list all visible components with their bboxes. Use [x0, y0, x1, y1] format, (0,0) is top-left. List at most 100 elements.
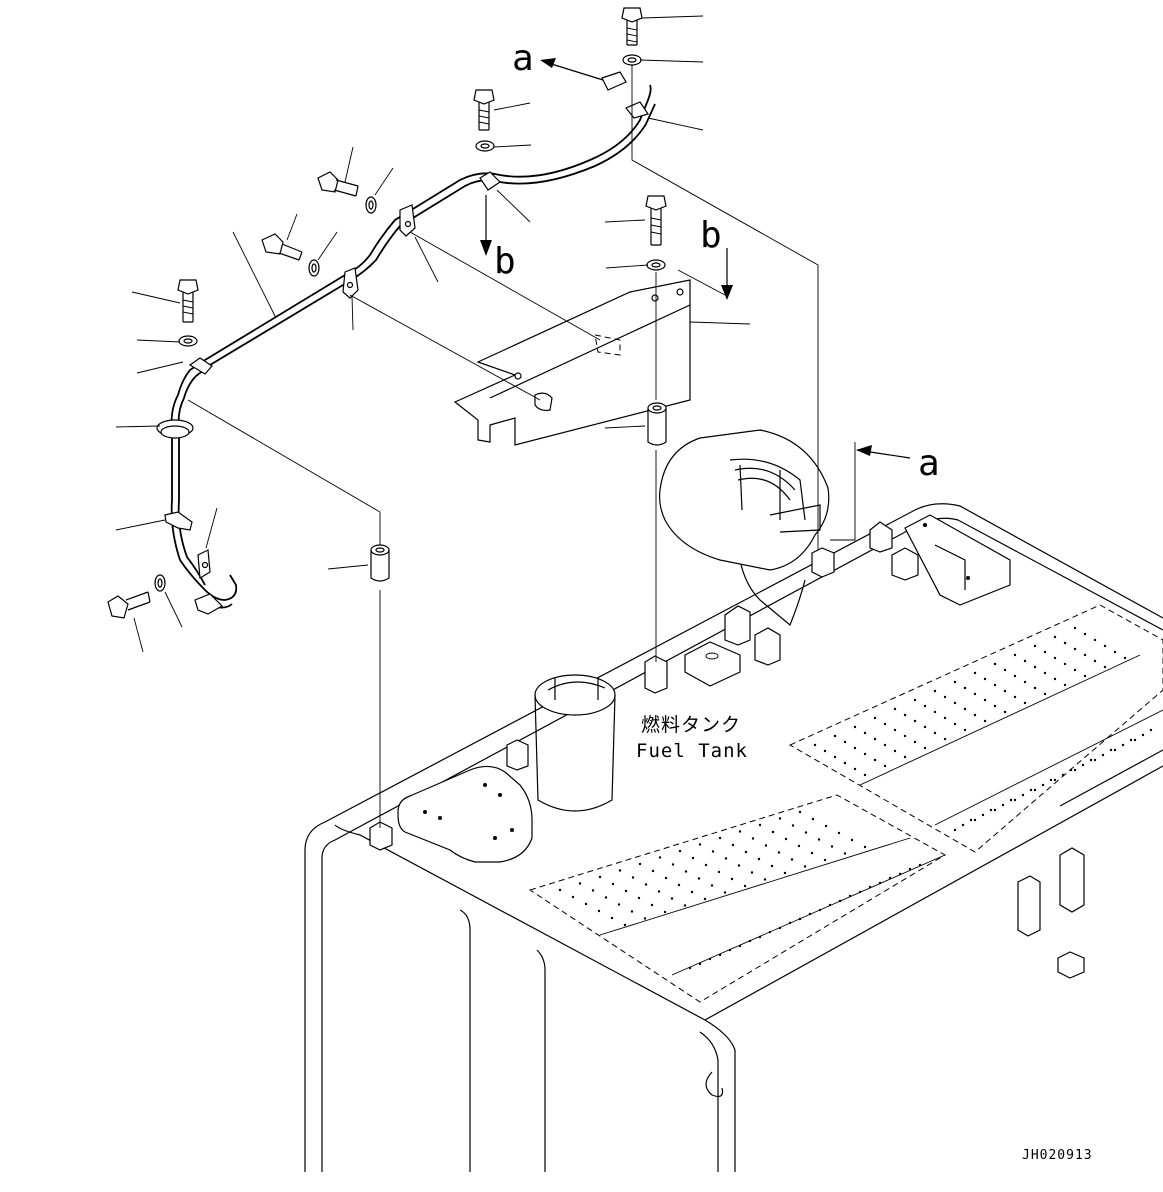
panel-hole — [843, 761, 847, 765]
panel-hole — [818, 908, 822, 912]
panel-hole — [1023, 701, 1027, 705]
panel-hole — [1109, 748, 1113, 752]
panel-hole — [963, 728, 967, 732]
panel-hole — [993, 683, 997, 687]
leader-lines — [115, 15, 751, 653]
panel-hole — [838, 899, 842, 903]
panel-hole — [744, 850, 748, 854]
panel-hole — [813, 743, 817, 747]
panel-hole — [598, 875, 602, 879]
panel-hole — [853, 725, 857, 729]
panel-hole — [618, 869, 622, 872]
panel-hole — [617, 903, 621, 906]
arrow-b-top — [480, 195, 492, 256]
washer-lower-left — [154, 574, 166, 592]
work-lamp — [658, 429, 830, 571]
harness-clamp-1 — [188, 357, 213, 375]
panel-hole — [983, 677, 987, 681]
panel-hole — [863, 845, 867, 849]
harness-clamp-4 — [342, 267, 359, 299]
bolt-right — [645, 195, 667, 246]
panel-hole — [670, 897, 674, 900]
panel-hole — [1083, 653, 1087, 657]
fuel-tank-label-jp: 燃料タンク — [641, 714, 741, 736]
panel-hole — [850, 838, 854, 842]
panel-hole — [698, 962, 702, 966]
panel-hole — [778, 926, 782, 930]
panel-hole — [763, 878, 767, 881]
panel-hole — [748, 939, 752, 943]
panel-hole — [933, 710, 937, 714]
panel-hole — [903, 713, 907, 717]
panel-hole — [824, 824, 828, 828]
callout-b-right: b — [700, 215, 722, 256]
panel-hole — [651, 869, 655, 873]
panel-hole — [953, 701, 957, 705]
panel-hole — [923, 746, 927, 750]
bolt-horizontal-1 — [317, 171, 359, 197]
panel-hole — [817, 838, 821, 841]
panel-hole — [873, 758, 877, 762]
panel-hole — [873, 737, 877, 741]
harness-clamp-6 — [479, 171, 501, 191]
panel-hole — [757, 857, 761, 861]
panel-hole — [1029, 788, 1033, 792]
panel-hole — [1141, 733, 1145, 737]
panel-hole — [811, 817, 815, 821]
harness-clamp-3 — [197, 549, 211, 580]
panel-hole — [1083, 632, 1087, 636]
panel-hole — [1003, 668, 1007, 672]
panel-hole — [973, 818, 977, 822]
panel-hole — [750, 871, 754, 874]
panel-hole — [858, 890, 862, 894]
panel-hole — [1093, 659, 1097, 663]
panel-hole — [571, 895, 575, 899]
panel-hole — [591, 889, 595, 892]
panel-hole — [718, 836, 722, 840]
panel-hole — [1093, 638, 1097, 642]
panel-hole — [808, 912, 812, 916]
washer-upper-center — [475, 140, 495, 152]
panel-hole — [953, 722, 957, 726]
harness-clamp-2 — [164, 511, 193, 531]
panel-hole — [728, 948, 732, 952]
washer-top-right — [622, 54, 642, 66]
bolt-lower-left — [107, 591, 151, 619]
panel-hole — [943, 737, 947, 741]
panel-hole — [969, 818, 973, 822]
panel-hole — [1021, 793, 1025, 797]
panel-hole — [903, 734, 907, 738]
panel-hole — [658, 856, 662, 859]
panel-hole — [770, 864, 774, 868]
panel-hole — [1121, 743, 1125, 747]
panel-hole — [623, 923, 627, 927]
panel-hole — [1013, 695, 1017, 699]
panel-hole — [611, 882, 615, 886]
panel-hole — [758, 823, 762, 827]
panel-hole — [993, 704, 997, 708]
panel-hole — [833, 755, 837, 759]
panel-hole — [657, 890, 661, 893]
panel-hole — [923, 725, 927, 729]
panel-hole — [738, 830, 742, 833]
panel-hole — [883, 722, 887, 726]
panel-hole — [913, 698, 917, 702]
panel-hole — [597, 909, 601, 913]
panel-hole — [797, 844, 801, 848]
panel-hole — [810, 851, 814, 855]
panel-hole — [791, 824, 795, 827]
panel-hole — [1053, 677, 1057, 681]
panel-hole — [790, 858, 794, 861]
panel-hole — [697, 877, 701, 880]
panel-hole — [724, 857, 728, 860]
panel-hole — [863, 731, 867, 735]
panel-hole — [1073, 768, 1077, 772]
panel-hole — [1133, 738, 1137, 742]
panel-hole — [981, 813, 985, 817]
panel-hole — [731, 843, 735, 847]
panel-hole — [1063, 641, 1067, 645]
panel-hole — [578, 882, 582, 885]
panel-hole — [953, 828, 957, 832]
panel-hole — [1113, 748, 1117, 752]
panel-hole — [743, 884, 747, 888]
